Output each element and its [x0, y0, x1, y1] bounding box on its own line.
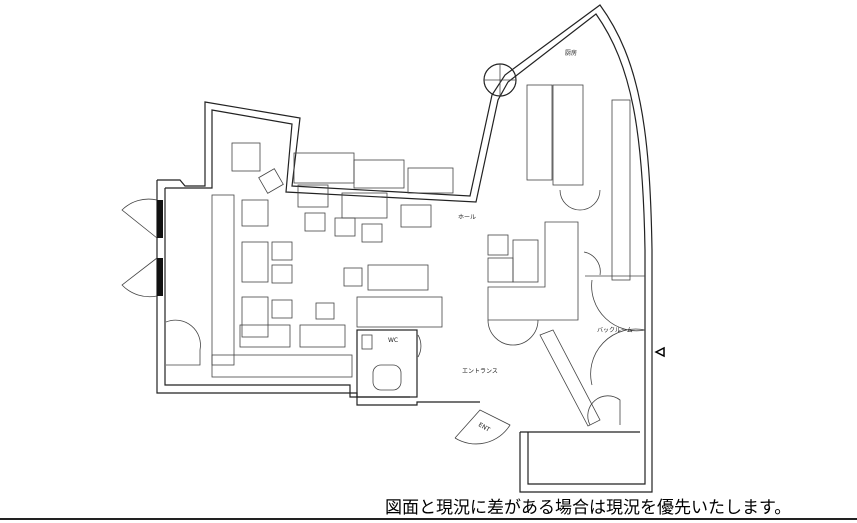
label-hall: ホール — [458, 214, 477, 221]
triangle-marker-icon — [654, 346, 665, 358]
disclaimer-note: 図面と現況に差がある場合は現況を優先いたします。 — [385, 498, 792, 518]
label-wc: WC — [388, 337, 399, 344]
outer-walls — [156, 4, 653, 493]
bottom-rule — [0, 518, 857, 520]
label-kitchen: 厨房 — [565, 50, 578, 57]
label-entrance: エントランス — [462, 368, 498, 375]
circle-column — [483, 63, 517, 97]
label-back-room: バックルーム — [597, 327, 633, 334]
furniture — [211, 84, 646, 445]
left-doors — [121, 198, 201, 366]
